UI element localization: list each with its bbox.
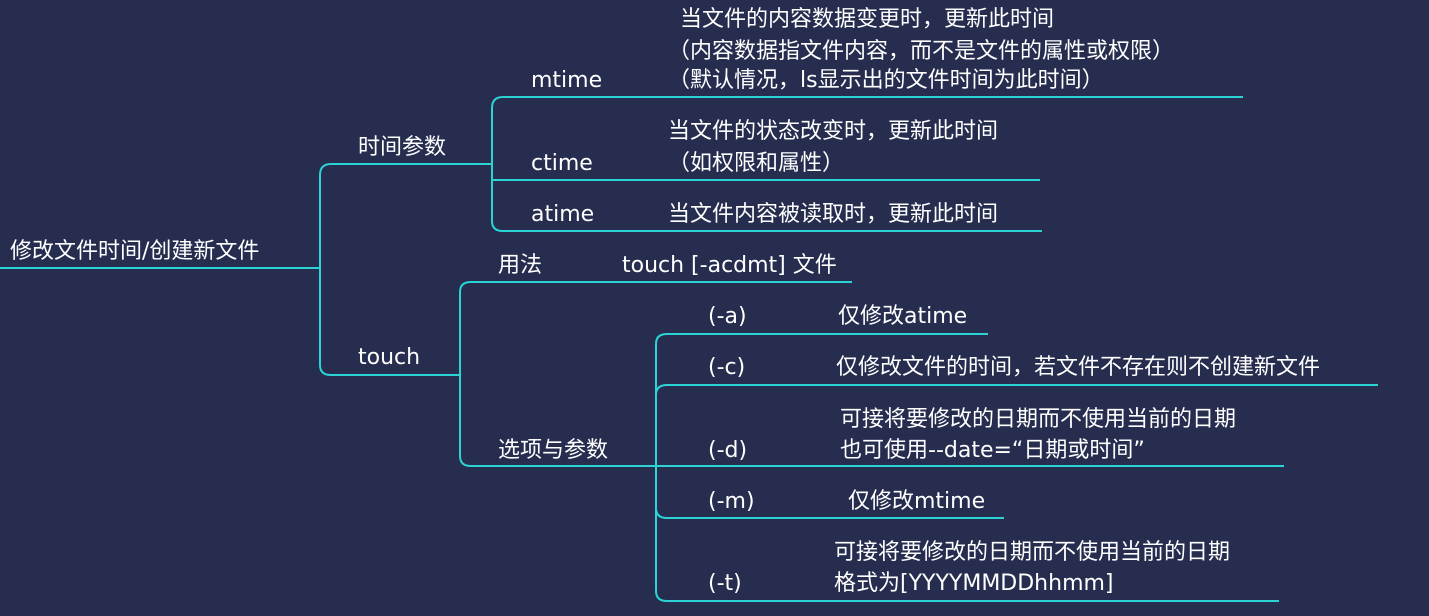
usage-label: 用法 [498, 253, 543, 278]
mtime-desc-line-1: 当文件的内容数据变更时，更新此时间 [680, 7, 1055, 32]
connector-time-params-to-atime [491, 180, 1042, 232]
connector-options-to-t [655, 466, 1279, 602]
connector-root-to-time-params [319, 163, 492, 268]
option-d-flag: (-d) [708, 438, 748, 463]
connector-time-params-to-mtime [491, 96, 1243, 164]
connector-options-to-a [655, 333, 988, 466]
time-params-label: 时间参数 [358, 135, 447, 160]
mtime-desc-line-2: （内容数据指文件内容，而不是文件的属性或权限） [668, 39, 1175, 64]
options-label: 选项与参数 [498, 438, 609, 463]
touch-label: touch [358, 345, 421, 370]
connector-root-to-touch [319, 268, 460, 376]
option-a-desc: 仅修改atime [838, 304, 968, 329]
option-a-flag: (-a) [708, 304, 747, 329]
atime-label: atime [531, 202, 595, 227]
option-d-desc-line-2: 也可使用--date=“日期或时间” [840, 438, 1145, 463]
root-node-label: 修改文件时间/创建新文件 [10, 239, 260, 264]
option-m-desc: 仅修改mtime [848, 489, 986, 514]
option-c-flag: (-c) [708, 355, 746, 380]
connector-options-to-c [655, 384, 1378, 466]
connector-touch-to-options [459, 375, 656, 467]
option-t-flag: (-t) [708, 571, 742, 596]
option-c-desc: 仅修改文件的时间，若文件不存在则不创建新文件 [836, 355, 1321, 380]
connector-touch-to-usage [459, 281, 852, 375]
atime-desc: 当文件内容被读取时，更新此时间 [668, 202, 999, 227]
ctime-desc-line-1: 当文件的状态改变时，更新此时间 [668, 119, 999, 144]
mtime-desc-line-3: （默认情况，ls显示出的文件时间为此时间） [668, 68, 1104, 93]
ctime-label: ctime [531, 151, 593, 176]
option-m-flag: (-m) [708, 489, 755, 514]
option-t-desc-line-2: 格式为[YYYYMMDDhhmm] [834, 571, 1114, 596]
mtime-label: mtime [531, 68, 603, 93]
option-t-desc-line-1: 可接将要修改的日期而不使用当前的日期 [834, 540, 1231, 565]
option-d-desc-line-1: 可接将要修改的日期而不使用当前的日期 [840, 407, 1237, 432]
ctime-desc-line-2: （如权限和属性） [668, 151, 845, 176]
usage-value: touch [-acdmt] 文件 [622, 253, 837, 278]
